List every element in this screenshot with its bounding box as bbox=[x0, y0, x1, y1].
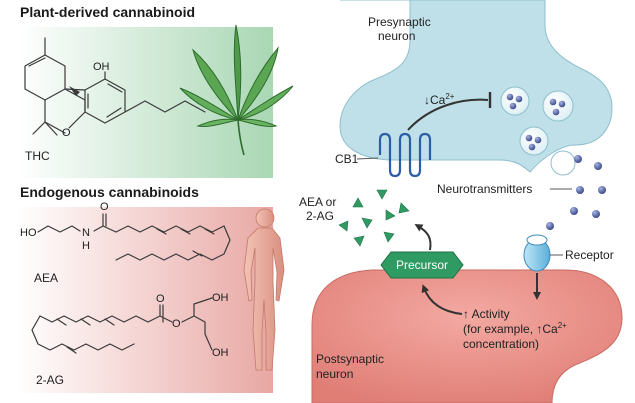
plant-section: Plant-derived cannabinoid OH O THC bbox=[18, 4, 294, 178]
neurotransmitter-dots bbox=[546, 155, 606, 230]
synaptic-vesicles bbox=[500, 86, 576, 176]
aea-structure bbox=[37, 213, 231, 261]
thc-structure bbox=[24, 37, 206, 136]
ca-inhibition-label: ↓Ca2+ bbox=[424, 92, 455, 107]
precursor-node bbox=[380, 251, 464, 279]
cannabis-leaf-icon bbox=[179, 24, 294, 156]
activity-to-precursor-arrow bbox=[421, 284, 463, 315]
human-figure-icon bbox=[243, 208, 285, 371]
aea-ho-label: HO bbox=[20, 227, 37, 239]
plant-heading: Plant-derived cannabinoid bbox=[20, 4, 195, 20]
2ag-oh-bottom-label: OH bbox=[212, 347, 229, 359]
2ag-label: 2-AG bbox=[36, 373, 64, 387]
cb1-label: CB1 bbox=[335, 152, 359, 166]
activity-line1: ↑ Activity bbox=[463, 307, 510, 321]
cb1-receptor-icon bbox=[378, 132, 432, 178]
ligand-label-line2: 2-AG bbox=[306, 209, 334, 223]
endogenous-section: Endogenous cannabinoids HO N H O AEA bbox=[18, 184, 285, 393]
2ag-structure bbox=[31, 297, 213, 354]
postsynaptic-neuron bbox=[311, 269, 623, 403]
precursor-label: Precursor bbox=[396, 258, 448, 272]
thc-oxygen-label: O bbox=[62, 127, 71, 139]
endogenous-background bbox=[18, 207, 273, 393]
aea-h-label: H bbox=[82, 240, 90, 252]
presynaptic-label-line1: Presynaptic bbox=[368, 15, 431, 29]
postsynaptic-label-line1: Postsynaptic bbox=[316, 352, 384, 366]
thc-oh-label: OH bbox=[93, 61, 110, 73]
inhibition-arrow bbox=[407, 98, 489, 131]
thc-label: THC bbox=[25, 149, 50, 163]
postsynaptic-label-line2: neuron bbox=[316, 367, 353, 381]
aea-o-label: O bbox=[100, 201, 109, 213]
2ag-oh-top-label: OH bbox=[212, 292, 229, 304]
aea-label: AEA bbox=[34, 271, 58, 285]
presynaptic-label-line2: neuron bbox=[378, 29, 415, 43]
activity-line3: concentration) bbox=[463, 337, 539, 351]
ligand-label-line1: AEA or bbox=[299, 195, 336, 209]
receptor-label: Receptor bbox=[565, 248, 614, 262]
aea-n-label: N bbox=[82, 227, 90, 239]
2ag-o-top-label: O bbox=[156, 293, 165, 305]
postsynaptic-receptor-icon bbox=[523, 234, 551, 272]
endogenous-heading: Endogenous cannabinoids bbox=[20, 184, 199, 200]
precursor-to-ligand-arrow bbox=[414, 223, 432, 251]
activity-line2: (for example, ↑Ca2+ bbox=[463, 321, 567, 336]
ligand-triangles bbox=[338, 189, 410, 247]
2ag-o-ester-label: O bbox=[172, 318, 181, 330]
cb1-leader bbox=[356, 157, 379, 160]
neurotransmitters-label: Neurotransmitters bbox=[437, 182, 532, 196]
synapse-panel: Presynaptic neuron ↓Ca2+ Neurotransmitte… bbox=[299, 0, 623, 403]
